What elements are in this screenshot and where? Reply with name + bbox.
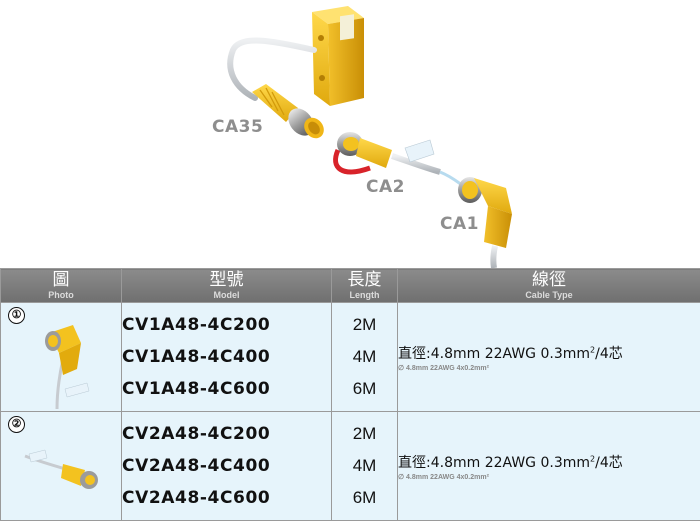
length-cell: 2M 4M 6M [331,302,398,412]
length-value: 2M [352,424,377,443]
length-value: 6M [352,379,377,398]
table-row: ① CV1A48-4C200 CV1A48-4C400 CV1A48-4C600… [0,302,700,412]
ca35-label: CA35 [212,117,264,137]
right-angle-connector-photo [45,325,90,409]
cable-spec: 直徑:4.8mm 22AWG 0.3mm2/4芯 [398,344,623,362]
cable-spec-english: ∅ 4.8mm 22AWG 4x0.2mm² [398,364,489,372]
length-cell: 2M 4M 6M [331,411,398,521]
photo-cell: ① [0,302,122,412]
spec-table: 圖 Photo 型號 Model 長度 Length 線徑 Cable Type… [0,268,700,521]
product-illustration: CA35 CA2 CA1 [212,6,512,269]
model-cell: CV1A48-4C200 CV1A48-4C400 CV1A48-4C600 [121,302,332,412]
table-header: 圖 Photo 型號 Model 長度 Length 線徑 Cable Type [0,268,700,303]
model-cell: CV2A48-4C200 CV2A48-4C400 CV2A48-4C600 [121,411,332,521]
model-number: CV1A48-4C600 [122,379,271,399]
sensor-box [312,6,364,106]
ca1-label: CA1 [440,214,479,234]
photo-cell: ② [0,411,122,521]
row-number: ② [8,416,25,433]
header-photo: 圖 Photo [0,268,122,303]
model-number: CV2A48-4C200 [122,424,271,444]
model-number: CV1A48-4C200 [122,315,271,335]
straight-connector-photo [24,449,98,489]
length-value: 6M [352,488,377,507]
cable-type-cell: 直徑:4.8mm 22AWG 0.3mm2/4芯 ∅ 4.8mm 22AWG 4… [397,411,700,521]
model-number: CV2A48-4C400 [122,456,271,476]
cable-type-cell: 直徑:4.8mm 22AWG 0.3mm2/4芯 ∅ 4.8mm 22AWG 4… [397,302,700,412]
row-number: ① [8,307,25,324]
model-number: CV2A48-4C600 [122,488,271,508]
table-row: ② CV2A48-4C200 CV2A48-4C400 CV2A48-4C600… [0,411,700,521]
length-value: 4M [352,456,377,475]
model-number: CV1A48-4C400 [122,347,271,367]
header-cable-type: 線徑 Cable Type [397,268,700,303]
cable-spec-english: ∅ 4.8mm 22AWG 4x0.2mm² [398,473,489,481]
connector-assembly-drawing [227,6,512,269]
ca35-connector [252,84,324,139]
header-model: 型號 Model [121,268,332,303]
cable-spec: 直徑:4.8mm 22AWG 0.3mm2/4芯 [398,453,623,471]
header-length: 長度 Length [331,268,398,303]
ca1-connector [458,177,512,269]
ca2-connector [333,132,441,175]
length-value: 4M [352,347,377,366]
length-value: 2M [352,315,377,334]
ca2-label: CA2 [366,177,405,197]
